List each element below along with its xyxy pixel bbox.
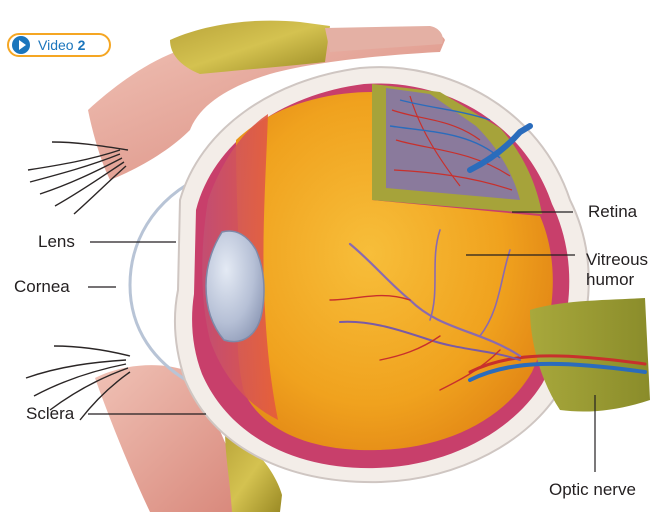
vitreous-label-line2: humor (586, 270, 634, 289)
cornea-label: Cornea (14, 277, 70, 296)
retina-label: Retina (588, 202, 637, 221)
lens (206, 231, 264, 342)
optic-nerve-label: Optic nerve (549, 480, 636, 499)
play-icon (12, 36, 30, 54)
sclera-label: Sclera (26, 404, 74, 423)
vitreous-label-line1: Vitreous (586, 250, 648, 269)
lens-label: Lens (38, 232, 75, 251)
